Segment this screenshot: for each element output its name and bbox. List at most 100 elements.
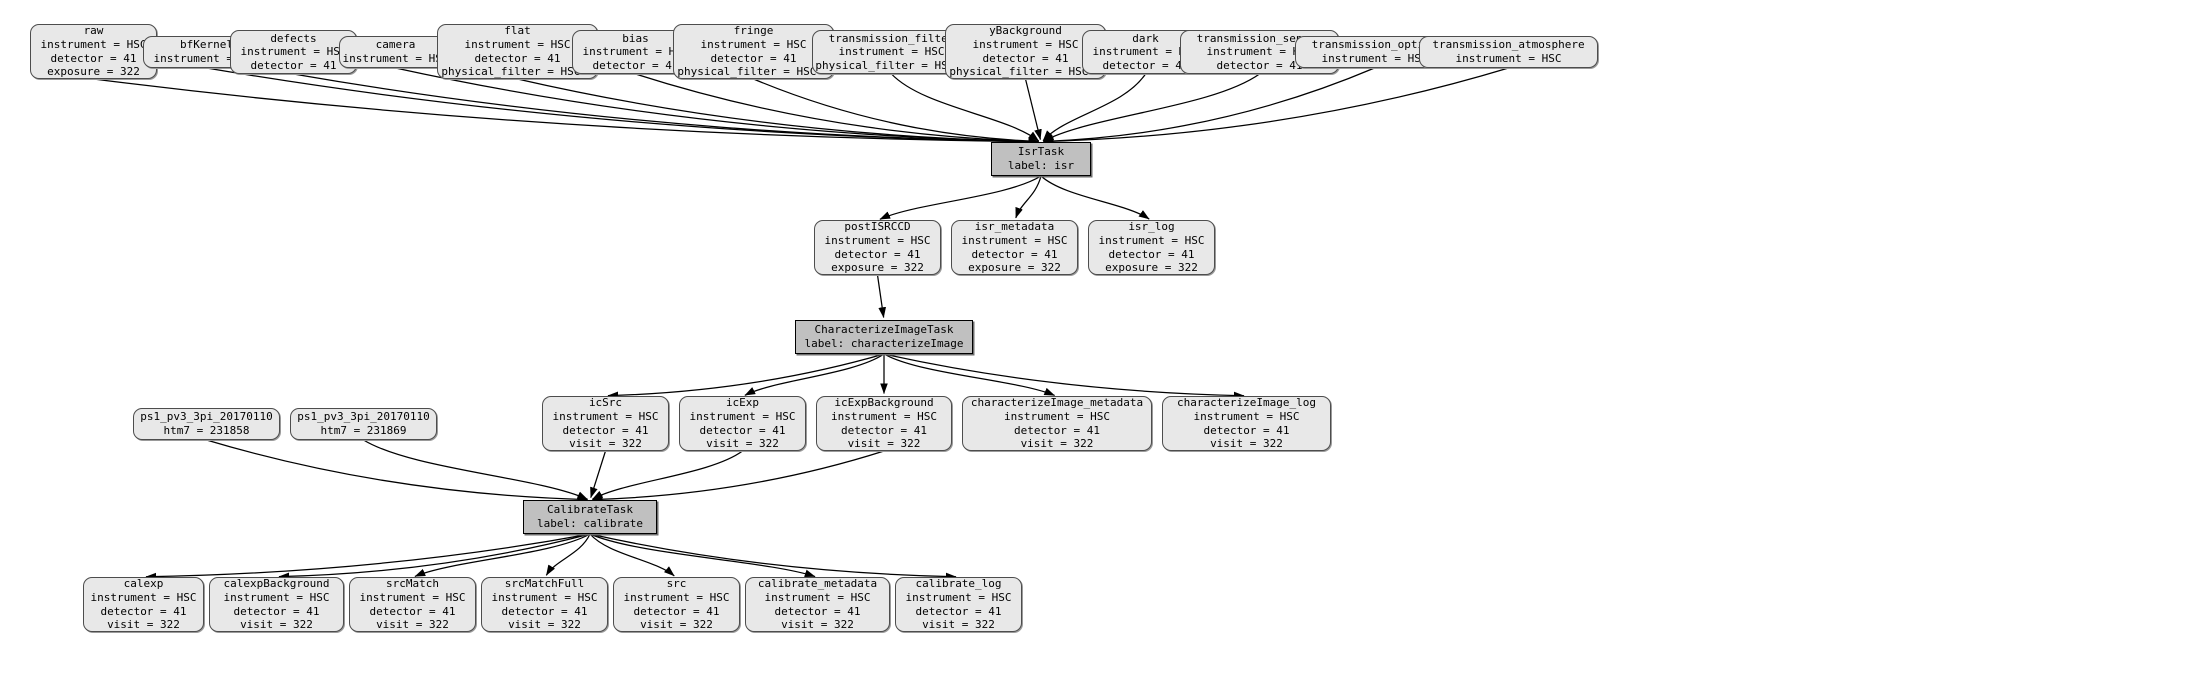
- node-detail-line: detector = 41: [982, 51, 1069, 65]
- edge-CharacterizeImageTask-to-characterizeImage_metadata: [883, 353, 1056, 396]
- node-title: transmission_sensor: [1196, 31, 1323, 45]
- node-detail-line: instrument = HSC: [90, 590, 197, 604]
- node-title: postISRCCD: [844, 220, 911, 234]
- node-detail-line: instrument = HSC: [491, 590, 598, 604]
- node-detail-line: detector = 41: [699, 423, 786, 437]
- node-detail-line: instrument = HSC: [464, 37, 571, 51]
- edge-CalibrateTask-to-calexp: [145, 533, 591, 581]
- node-detail-line: detector = 41: [1102, 58, 1189, 72]
- edge-flat-to-IsrTask: [517, 78, 1040, 146]
- edge-bias-to-IsrTask: [635, 73, 1040, 146]
- node-detail-line: instrument = HSC: [1098, 233, 1205, 247]
- node-title: defects: [270, 31, 317, 45]
- edge-IsrTask-to-isr_log: [1040, 175, 1150, 220]
- edge-transmission_atmosphere-to-IsrTask: [1042, 67, 1509, 146]
- node-title: flat: [504, 24, 531, 38]
- node-title: srcMatch: [386, 577, 439, 591]
- node-title: calexpBackground: [223, 577, 330, 591]
- node-detail-line: instrument = HSC: [700, 37, 807, 51]
- node-detail-line: exposure = 322: [1105, 261, 1198, 275]
- edge-CalibrateTask-to-srcMatchFull: [545, 533, 591, 576]
- edge-CalibrateTask-to-calibrate_metadata: [589, 533, 816, 578]
- edge-IsrTask-to-postISRCCD: [879, 175, 1042, 220]
- node-detail-line: instrument = HSC: [342, 52, 449, 65]
- node-detail-line: instrument = HSC: [359, 590, 466, 604]
- node-detail-line: visit = 322: [240, 618, 313, 632]
- node-detail-line: detector = 41: [774, 604, 861, 618]
- node-detail-line: visit = 322: [107, 618, 180, 632]
- node-detail-line: instrument = HSC: [1455, 52, 1562, 65]
- node-detail-line: detector = 41: [915, 604, 1002, 618]
- node-detail-line: detector = 41: [1013, 423, 1101, 437]
- node-detail-line: instrument = HSC: [1193, 409, 1300, 423]
- node-detail-line: htm7 = 231858: [163, 424, 250, 437]
- node-detail-line: detector = 41: [562, 423, 649, 437]
- node-detail-line: visit = 322: [1020, 437, 1094, 451]
- node-detail-line: detector = 41: [1203, 423, 1290, 437]
- node-title: srcMatchFull: [504, 577, 585, 591]
- node-title: isr_metadata: [974, 220, 1055, 234]
- node-detail-line: instrument = HSC: [961, 233, 1068, 247]
- node-detail-line: instrument = HSC: [689, 409, 796, 423]
- node-detail-line: instrument = HSC: [972, 37, 1079, 51]
- edge-fringe-to-IsrTask: [753, 78, 1040, 145]
- edge-CalibrateTask-to-calibrate_log: [589, 533, 957, 581]
- node-detail-line: detector = 41: [250, 58, 337, 72]
- node-title: src: [666, 577, 687, 591]
- node-detail-line: instrument = HSC: [824, 233, 931, 247]
- edge-CharacterizeImageTask-to-characterizeImage_log: [883, 353, 1245, 400]
- node-title: characterizeImage_metadata: [970, 396, 1144, 410]
- node-detail-line: detector = 41: [233, 604, 320, 618]
- node-detail-line: label: calibrate: [537, 517, 643, 530]
- node-detail-line: instrument = HSC: [223, 590, 330, 604]
- node-title: transmission_filter: [828, 31, 955, 45]
- node-detail-line: instrument = HSC: [40, 37, 147, 51]
- edge-raw-to-IsrTask: [93, 78, 1040, 146]
- node-title: characterizeImage_log: [1176, 396, 1317, 410]
- node-detail-line: exposure = 322: [831, 261, 924, 275]
- edge-refcat_a-to-CalibrateTask: [206, 439, 589, 504]
- node-title: raw: [83, 24, 104, 38]
- node-detail-line: visit = 322: [640, 618, 713, 632]
- edge-bfKernel-to-IsrTask: [206, 67, 1040, 146]
- edge-yBackground-to-IsrTask: [1024, 78, 1042, 141]
- node-title: isr_log: [1128, 220, 1175, 234]
- edge-transmission_sensor-to-IsrTask: [1042, 73, 1260, 142]
- node-detail-line: exposure = 322: [968, 261, 1061, 275]
- node-detail-line: detector = 41: [1108, 247, 1195, 261]
- edge-CharacterizeImageTask-to-icExp: [744, 353, 885, 396]
- node-detail-line: physical_filter = HSC-Y: [949, 65, 1102, 79]
- edge-transmission_filter-to-IsrTask: [891, 73, 1040, 142]
- node-detail-line: visit = 322: [1210, 437, 1283, 451]
- node-detail-line: instrument = HSC: [838, 45, 945, 59]
- node-title: bfKernel: [180, 38, 233, 52]
- node-detail-line: detector = 41: [592, 58, 679, 72]
- node-title: calibrate_log: [915, 577, 1002, 591]
